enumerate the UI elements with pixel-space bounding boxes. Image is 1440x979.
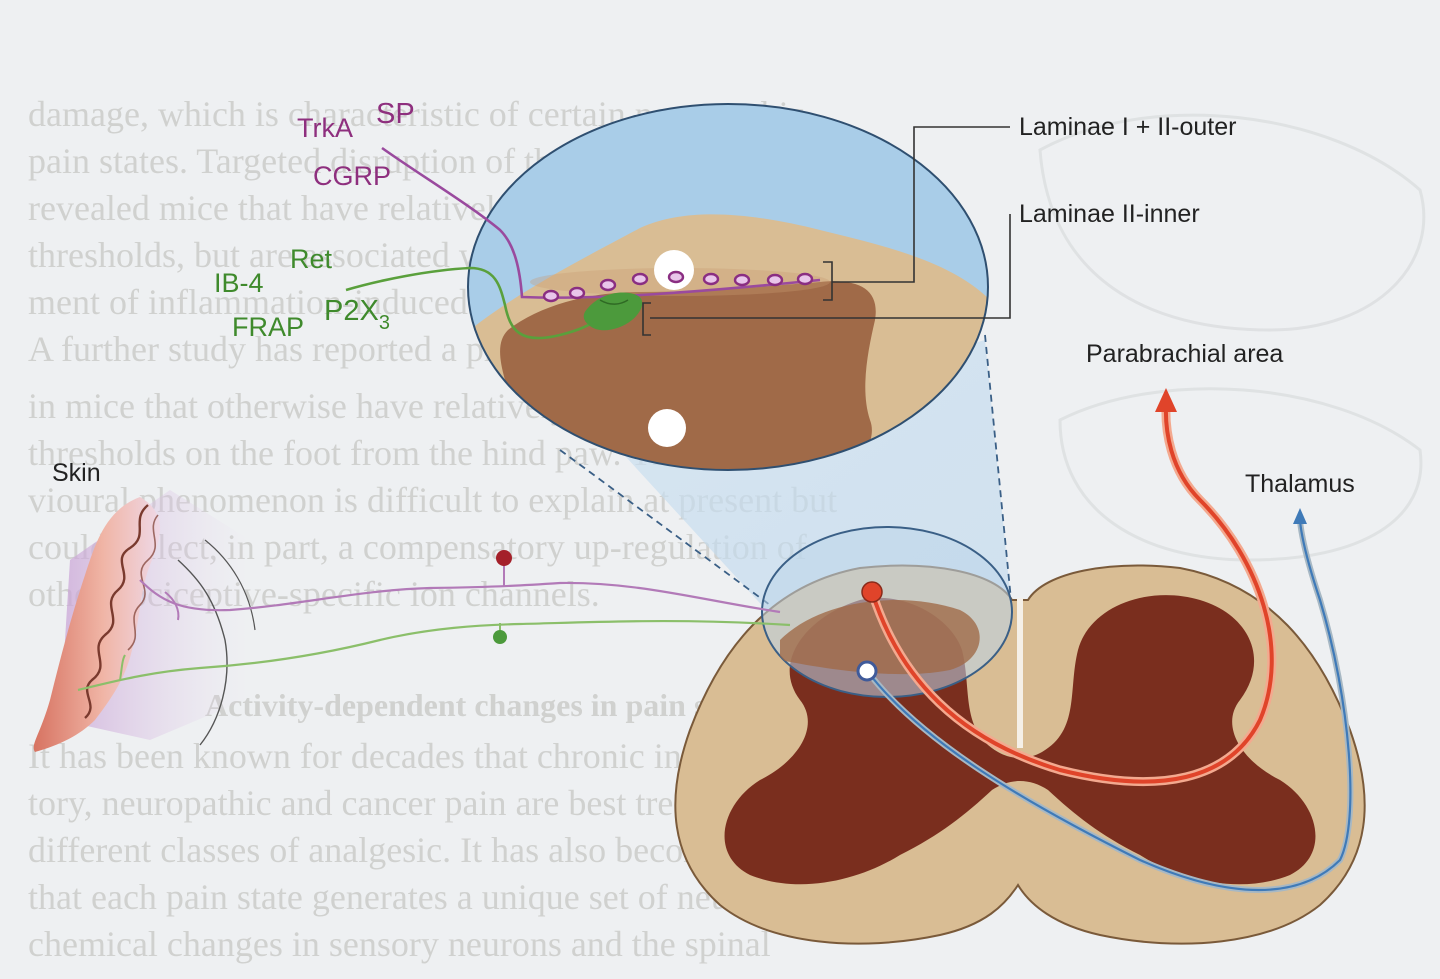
laminae-outer-bracket — [823, 261, 833, 301]
skin-nerve-ending-2 — [204, 539, 256, 631]
label-p2x-subscript: 3 — [379, 312, 390, 334]
nonpeptidergic-fiber-peripheral — [77, 619, 791, 692]
label-laminae-inner: Laminae II-inner — [1019, 200, 1200, 228]
background-text-line: chemical changes in sensory neurons and … — [28, 924, 771, 964]
label-sp: SP — [376, 98, 415, 130]
background-heading: Activity-dependent changes in pain state… — [205, 687, 770, 723]
spinal-cord-section — [674, 526, 1366, 945]
peptidergic-dorsal-root-ganglion — [496, 550, 512, 566]
peptidergic-ending — [164, 591, 180, 621]
label-cgrp: CGRP — [313, 161, 391, 191]
laminae-inner-leader — [650, 214, 1011, 319]
background-text-line: It has been known for decades that chron… — [28, 736, 804, 776]
skin-section — [33, 490, 256, 752]
skin-papillae — [84, 504, 149, 719]
label-ret: Ret — [290, 244, 333, 274]
parabrachial-tract-core — [870, 403, 1274, 784]
inset-hole-lower — [648, 409, 686, 447]
label-parabrachial-area: Parabrachial area — [1086, 340, 1283, 368]
label-frap: FRAP — [232, 312, 304, 342]
thalamus-tract-core — [866, 516, 1352, 892]
label-ib4: IB-4 — [214, 268, 264, 298]
skin-epidermis — [33, 497, 160, 752]
label-p2x: P2X — [324, 295, 379, 327]
laminae-inner-bracket — [642, 302, 651, 336]
label-laminae-outer: Laminae I + II-outer — [1019, 113, 1236, 141]
label-trka: TrkA — [297, 113, 353, 143]
parabrachial-arrowhead — [1155, 388, 1177, 412]
peptidergic-varicosities — [542, 270, 814, 303]
magnification-dash-right — [984, 334, 1013, 611]
projection-neuron-red — [861, 581, 883, 603]
peptidergic-fiber-inset — [381, 146, 821, 299]
thalamus-arrowhead — [1293, 508, 1307, 524]
peptidergic-fiber-peripheral — [139, 579, 781, 614]
background-text-line: that each pain state generates a unique … — [28, 877, 771, 917]
inset-hole-upper — [654, 250, 694, 290]
magnification-dash-left — [559, 449, 771, 606]
nonpeptidergic-dorsal-root-ganglion — [493, 630, 507, 644]
laminae-outer-leader — [832, 126, 1010, 283]
nonpeptidergic-ending — [119, 654, 126, 681]
nonpeptidergic-fiber-inset — [345, 266, 601, 340]
inset-outline — [467, 103, 989, 471]
nonpeptidergic-terminal-cluster — [583, 292, 643, 331]
label-p2x3: P2X3 — [324, 295, 390, 334]
projection-neuron-blue — [856, 660, 878, 682]
label-thalamus: Thalamus — [1245, 470, 1355, 498]
skin-nerve-ending — [177, 559, 228, 746]
label-skin: Skin — [52, 459, 101, 487]
inset-grey-matter — [500, 281, 876, 470]
background-shapes-right — [1038, 113, 1426, 562]
dorsal-horn-inset — [345, 103, 989, 471]
